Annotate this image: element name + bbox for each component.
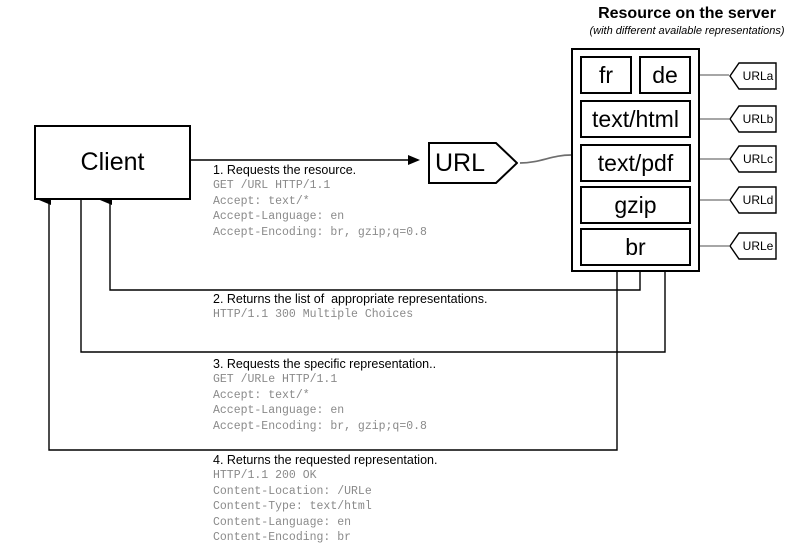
message-returns-list: 2. Returns the list of appropriate repre…: [213, 292, 487, 323]
message-body: HTTP/1.1 200 OK Content-Location: /URLe …: [213, 469, 372, 544]
flag-pentagon-icon: [729, 186, 777, 214]
server-title: Resource on the server: [598, 5, 776, 22]
url-flag-urlc[interactable]: URLc: [729, 145, 777, 173]
representation-label: gzip: [614, 191, 657, 218]
representation-text-pdf[interactable]: text/pdf: [580, 144, 691, 182]
url-node[interactable]: URL: [428, 142, 519, 184]
representation-label: fr: [598, 61, 614, 88]
url-flag-urle[interactable]: URLe: [729, 232, 777, 260]
representation-label: text/pdf: [597, 149, 674, 176]
representation-de[interactable]: de: [639, 56, 691, 94]
client-node[interactable]: Client: [34, 125, 191, 200]
message-heading: 3. Requests the specific representation.…: [213, 357, 437, 371]
representation-label: text/html: [592, 105, 679, 132]
message-body: HTTP/1.1 300 Multiple Choices: [213, 308, 414, 321]
flag-pentagon-icon: [729, 232, 777, 260]
message-body: GET /URLe HTTP/1.1 Accept: text/* Accept…: [213, 373, 427, 433]
message-request-specific: 3. Requests the specific representation.…: [213, 357, 436, 434]
representation-text-html[interactable]: text/html: [580, 100, 691, 138]
url-flag-urlb[interactable]: URLb: [729, 105, 777, 133]
message-heading: 2. Returns the list of appropriate repre…: [213, 292, 488, 306]
representation-fr[interactable]: fr: [580, 56, 632, 94]
server-subtitle: (with different available representation…: [589, 25, 785, 37]
url-flag-label: URLc: [742, 152, 773, 166]
representation-label: de: [652, 61, 678, 88]
url-flag-label: URLa: [742, 69, 774, 83]
url-flag-urla[interactable]: URLa: [729, 62, 777, 90]
client-label: Client: [80, 148, 145, 176]
url-flag-label: URLe: [742, 239, 774, 253]
flag-pentagon-icon: [729, 145, 777, 173]
flag-pentagon-icon: [729, 105, 777, 133]
flag-pentagon-icon: [729, 62, 777, 90]
url-flag-urld[interactable]: URLd: [729, 186, 777, 214]
message-request-resource: 1. Requests the resource. GET /URL HTTP/…: [213, 163, 427, 240]
url-flag-label: URLb: [742, 112, 774, 126]
representation-gzip[interactable]: gzip: [580, 186, 691, 224]
server-title-block: Resource on the server (with different a…: [573, 5, 801, 37]
url-flag-label: URLd: [742, 193, 774, 207]
message-returns-requested: 4. Returns the requested representation.…: [213, 453, 437, 546]
message-body: GET /URL HTTP/1.1 Accept: text/* Accept-…: [213, 179, 427, 239]
representation-label: br: [625, 233, 646, 260]
message-heading: 1. Requests the resource.: [213, 163, 357, 177]
message-heading: 4. Returns the requested representation.: [213, 453, 438, 467]
url-node-label: URL: [434, 148, 485, 177]
url-pentagon-icon: [428, 142, 519, 184]
representation-br[interactable]: br: [580, 228, 691, 266]
